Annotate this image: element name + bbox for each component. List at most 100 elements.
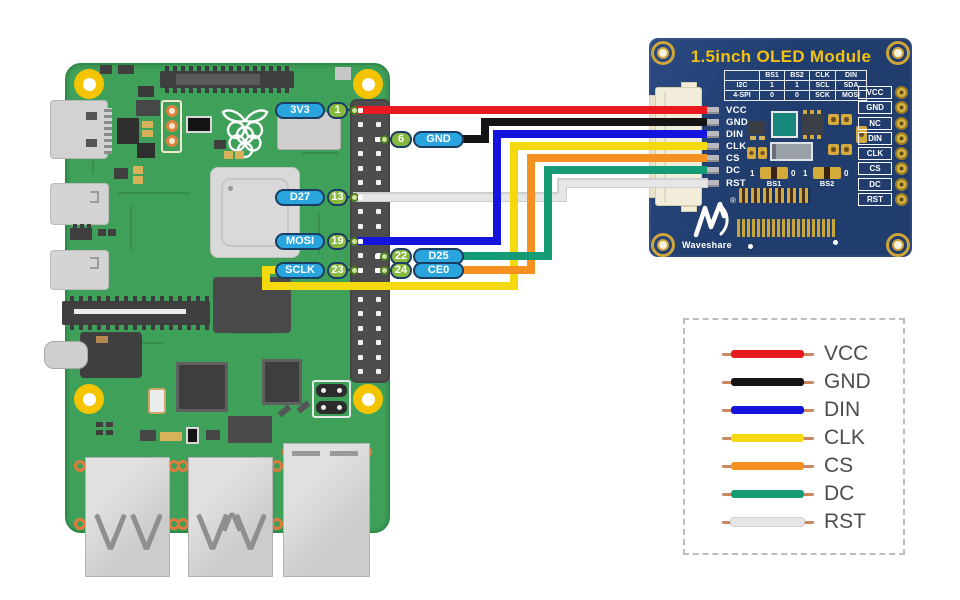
- component: [108, 229, 116, 236]
- component-pads: [235, 151, 244, 159]
- cpu-inner: [221, 178, 289, 247]
- oled-pin-label-dc: DC: [726, 164, 741, 176]
- config-cell: BS1: [759, 70, 785, 81]
- gpio-pin: [375, 369, 381, 375]
- jumper-bs1-zero: 0: [791, 169, 796, 178]
- pcb-trace: [302, 152, 338, 154]
- component: [80, 224, 84, 228]
- solder-ring: [74, 460, 86, 472]
- jumper-bs2-label: BS2: [819, 179, 835, 188]
- component-pads: [142, 121, 153, 128]
- wire-rst: [558, 179, 566, 201]
- gpio-pin: [375, 151, 381, 157]
- component-pads: [133, 166, 143, 174]
- gpio-label-ce0: CE0: [413, 261, 464, 279]
- legend-item-vcc: [0, 20, 218, 48]
- header-2x2-row: [316, 401, 347, 414]
- oled-hole-center: [657, 239, 669, 251]
- ethernet-port: [283, 443, 370, 577]
- component: [214, 140, 226, 149]
- pin-dot-white: [321, 388, 326, 393]
- cpu-dot: [228, 186, 233, 191]
- gpio-pin-contact: [357, 107, 363, 113]
- gpio-pin-contact: [357, 267, 363, 273]
- gpio-pin-dot: [379, 134, 389, 144]
- port-mark: [90, 191, 99, 203]
- oled-hole-center: [892, 47, 904, 59]
- gpio-pin: [375, 296, 381, 302]
- gpio-pin-number-19: 19: [327, 232, 348, 250]
- config-cell: [724, 70, 760, 81]
- legend-label-cs: CS: [824, 454, 854, 477]
- capacitor: [747, 147, 756, 159]
- legend-item-clk: [0, 104, 218, 132]
- gpio-stem: [386, 255, 391, 257]
- component: [118, 65, 134, 74]
- legend-swatch-din: [731, 406, 804, 414]
- capacitor: [841, 114, 852, 125]
- oled-hole: [886, 41, 910, 65]
- oled-pin-label-vcc: VCC: [726, 104, 747, 116]
- component-pads: [803, 135, 822, 139]
- gpio-pin: [375, 325, 381, 331]
- wire-clk: [510, 142, 707, 150]
- wire-gnd: [454, 135, 489, 143]
- gpio-pin-contact: [374, 136, 380, 142]
- component: [100, 65, 112, 74]
- connector-pin: [700, 166, 719, 174]
- legend-item-cs: [0, 132, 218, 160]
- gpio-pin: [357, 325, 363, 331]
- config-cell: MOSI: [835, 90, 867, 101]
- gpio-pin: [375, 223, 381, 229]
- gpio-pin: [375, 165, 381, 171]
- gpio-pin: [357, 136, 363, 142]
- capacitor: [856, 126, 867, 143]
- gpio-pin: [357, 165, 363, 171]
- gpio-label-gnd: GND: [413, 130, 464, 148]
- gpio-pin: [357, 369, 363, 375]
- config-cell: CLK: [809, 70, 836, 81]
- inductor: [770, 142, 813, 161]
- wire-din: [493, 130, 707, 138]
- oled-pin-label-rst: RST: [726, 177, 746, 189]
- connector-pin: [700, 142, 719, 150]
- config-cell: 4-SPI: [724, 90, 760, 101]
- ribbon-teeth: [70, 324, 210, 330]
- component: [748, 121, 765, 135]
- jumper-bs1-one: 1: [750, 169, 755, 178]
- gpio-pin-number-23: 23: [327, 261, 348, 279]
- pcb-trace: [232, 332, 276, 334]
- oled-pin-label-gnd: GND: [726, 116, 749, 128]
- solder-ring: [177, 518, 189, 530]
- breakout-pad-hole: [895, 85, 908, 99]
- gpio-pin: [375, 209, 381, 215]
- qfp-chip: [262, 359, 302, 405]
- wire-cs: [454, 266, 535, 274]
- gpio-pin: [357, 311, 363, 317]
- gpio-pin: [375, 180, 381, 186]
- component-pads: [759, 136, 765, 140]
- mount-hole-center: [361, 77, 375, 91]
- breakout-pad-hole: [895, 100, 908, 114]
- breakout-pad-hole: [895, 161, 908, 175]
- jumper-bs2-pads: [813, 167, 841, 179]
- gpio-pin: [357, 209, 363, 215]
- component: [228, 416, 272, 443]
- port-comb: [104, 108, 112, 154]
- header-2x2: [312, 380, 351, 418]
- wire-rst: [558, 179, 707, 187]
- gpio-pin: [357, 354, 363, 360]
- breakout-pad-label-dc: DC: [858, 177, 892, 191]
- oled-module-title: 1.5inch OLED Module: [690, 47, 872, 66]
- pin-hole: [165, 135, 178, 147]
- header-2x2-row: [316, 384, 347, 397]
- component-pads: [133, 176, 143, 184]
- pin-dot-white: [337, 405, 342, 410]
- ribbon-line: [74, 309, 186, 314]
- component: [96, 422, 103, 427]
- config-cell: SCL: [809, 80, 836, 91]
- wire-gnd: [481, 118, 489, 143]
- component: [138, 86, 154, 97]
